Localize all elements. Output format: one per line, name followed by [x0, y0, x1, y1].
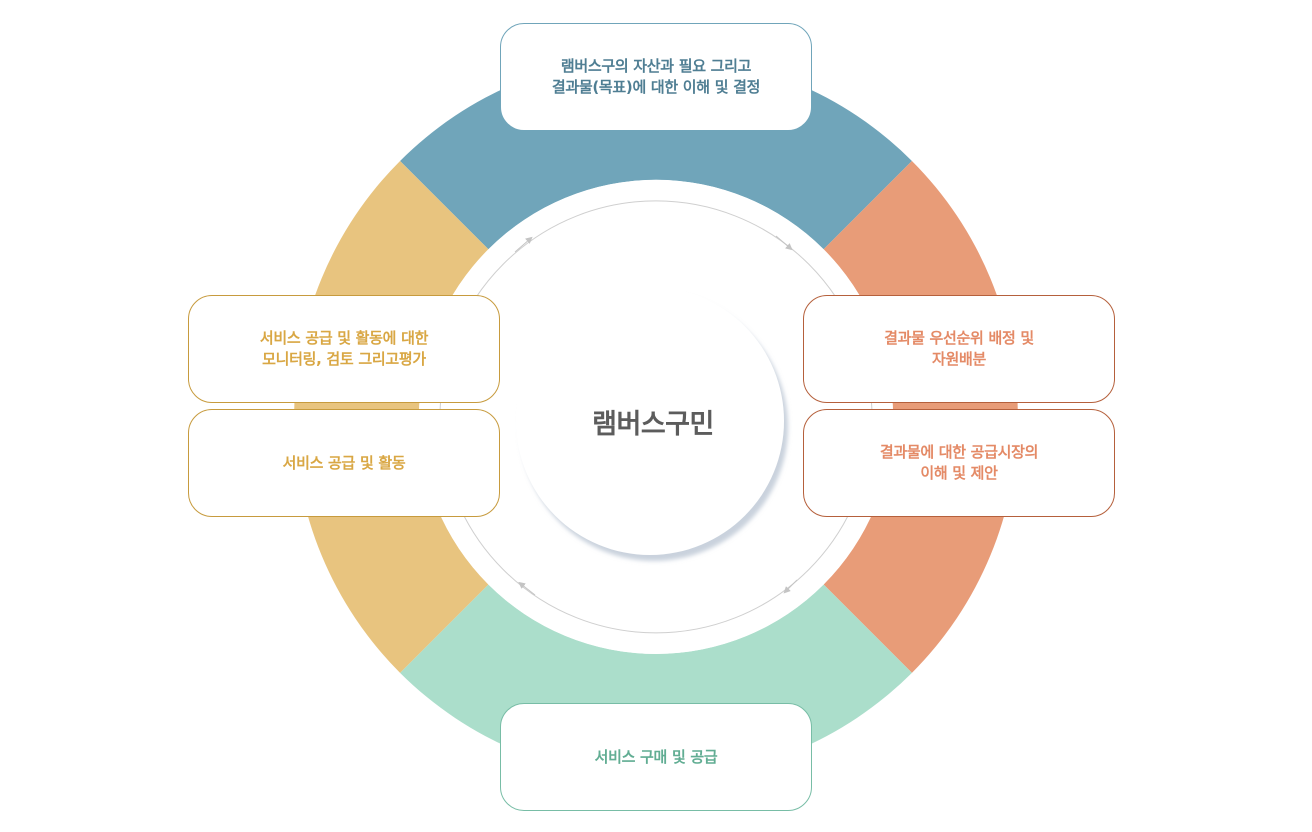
- step-box-left-lower-text: 서비스 공급 및 활동: [283, 453, 406, 474]
- step-box-right-upper-line1: 결과물 우선순위 배정 및: [884, 329, 1034, 347]
- step-box-top-text: 램버스구의 자산과 필요 그리고 결과물(목표)에 대한 이해 및 결정: [551, 56, 761, 98]
- step-box-bottom-line1: 서비스 구매 및 공급: [594, 747, 718, 766]
- step-box-right-upper-line2: 자원배분: [931, 350, 986, 368]
- step-box-left-upper-line2: 모니터링, 검토 그리고평가: [262, 350, 426, 368]
- step-box-top-line1: 램버스구의 자산과 필요 그리고: [560, 57, 752, 75]
- center-circle: [516, 287, 784, 555]
- step-box-right-upper-text: 결과물 우선순위 배정 및 자원배분: [884, 328, 1034, 370]
- cycle-arrow-bottom-right: [783, 579, 798, 594]
- step-box-left-upper-line1: 서비스 공급 및 활동에 대한: [259, 329, 429, 347]
- step-box-left-lower: 서비스 공급 및 활동: [188, 409, 500, 517]
- step-box-left-lower-line1: 서비스 공급 및 활동: [282, 453, 406, 472]
- center-title: 램버스구민: [592, 408, 714, 440]
- step-box-top-line2: 결과물(목표)에 대한 이해 및 결정: [551, 78, 761, 96]
- cycle-arrow-bottom-left: [518, 581, 536, 596]
- step-box-right-upper: 결과물 우선순위 배정 및 자원배분: [803, 295, 1115, 403]
- step-box-right-lower-text: 결과물에 대한 공급시장의 이해 및 제안: [879, 442, 1039, 484]
- step-box-right-lower-line1: 결과물에 대한 공급시장의: [879, 443, 1039, 461]
- step-box-right-lower: 결과물에 대한 공급시장의 이해 및 제안: [803, 409, 1115, 517]
- step-box-bottom-text: 서비스 구매 및 공급: [595, 747, 718, 768]
- step-box-left-upper: 서비스 공급 및 활동에 대한 모니터링, 검토 그리고평가: [188, 295, 500, 403]
- step-box-bottom: 서비스 구매 및 공급: [500, 703, 812, 811]
- cycle-arrow-top-right: [775, 235, 793, 251]
- step-box-top: 램버스구의 자산과 필요 그리고 결과물(목표)에 대한 이해 및 결정: [500, 23, 812, 131]
- step-box-right-lower-line2: 이해 및 제안: [920, 464, 998, 482]
- cycle-arrow-top-left: [514, 236, 533, 253]
- step-box-left-upper-text: 서비스 공급 및 활동에 대한 모니터링, 검토 그리고평가: [259, 328, 429, 370]
